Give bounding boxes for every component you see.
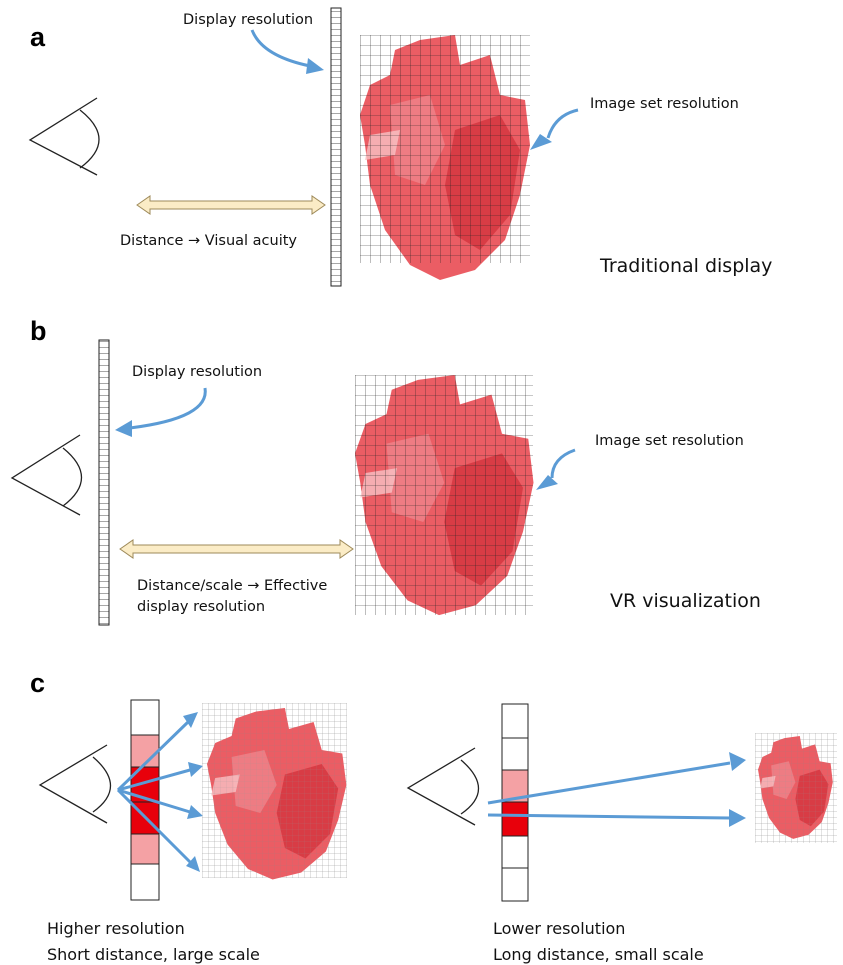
rays-right [487,752,746,827]
caption-right-line1: Lower resolution [493,919,625,938]
image-set-resolution-label-b: Image set resolution [595,433,744,449]
heart-image [755,733,837,843]
heart-image [360,35,530,280]
panel-a-title: Traditional display [599,255,772,277]
arrow-display-resolution-b [129,387,207,430]
panel-a-letter: a [30,22,46,52]
panel-c-letter: c [30,668,45,698]
distance-label-a: Distance → Visual acuity [120,233,297,249]
arrow-display-resolution-a [250,29,311,68]
eye-icon [28,97,100,176]
display-resolution-label-a: Display resolution [183,12,313,28]
distance-label-b-line1: Distance/scale → Effective [137,578,327,594]
eye-icon [38,744,111,824]
panel-b-letter: b [30,316,47,346]
display-resolution-label-b: Display resolution [132,364,262,380]
double-arrow-a [136,195,326,215]
eye-icon [10,434,83,516]
heart-image [202,703,347,880]
rays-left [116,712,203,872]
pixel-strip-right [501,703,529,902]
eye-icon [406,747,479,826]
distance-label-b-line2: display resolution [137,599,265,615]
caption-left-line2: Short distance, large scale [47,945,260,964]
caption-left-line1: Higher resolution [47,919,185,938]
display-strip [330,7,342,287]
arrow-image-set-b [550,448,576,479]
display-strip [98,339,110,626]
arrow-image-set-a [546,108,579,139]
panel-b-title: VR visualization [610,590,761,612]
double-arrow-b [119,539,354,559]
image-set-resolution-label-a: Image set resolution [590,96,739,112]
heart-image [355,375,534,616]
caption-right-line2: Long distance, small scale [493,945,704,964]
